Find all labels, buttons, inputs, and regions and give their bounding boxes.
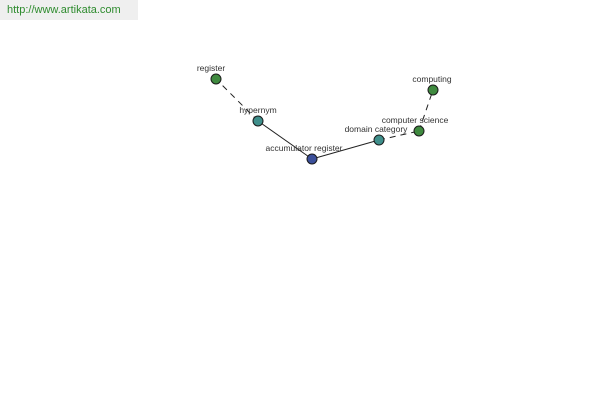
node-accumulator-register[interactable] bbox=[306, 153, 318, 165]
label-register: register bbox=[197, 63, 226, 73]
label-computer-science: computer science bbox=[382, 115, 449, 125]
node-computing[interactable] bbox=[427, 84, 439, 96]
edge-accumulator-domain bbox=[311, 139, 380, 160]
edge-domain-computer-science bbox=[378, 130, 420, 141]
label-hypernym: hypernym bbox=[239, 105, 276, 115]
edge-hypernym-register bbox=[215, 78, 259, 122]
url-banner: http://www.artikata.com bbox=[0, 0, 138, 20]
node-domain-category[interactable] bbox=[373, 134, 385, 146]
node-hypernym[interactable] bbox=[252, 115, 264, 127]
label-accumulator-register: accumulator register bbox=[265, 143, 342, 153]
node-register[interactable] bbox=[210, 73, 222, 85]
edge-accumulator-hypernym bbox=[257, 120, 313, 160]
node-computer-science[interactable] bbox=[413, 125, 425, 137]
edge-computer-science-computing bbox=[418, 89, 434, 132]
label-computing: computing bbox=[412, 74, 451, 84]
site-url-link[interactable]: http://www.artikata.com bbox=[7, 4, 121, 16]
label-domain-category: domain category bbox=[345, 124, 409, 134]
